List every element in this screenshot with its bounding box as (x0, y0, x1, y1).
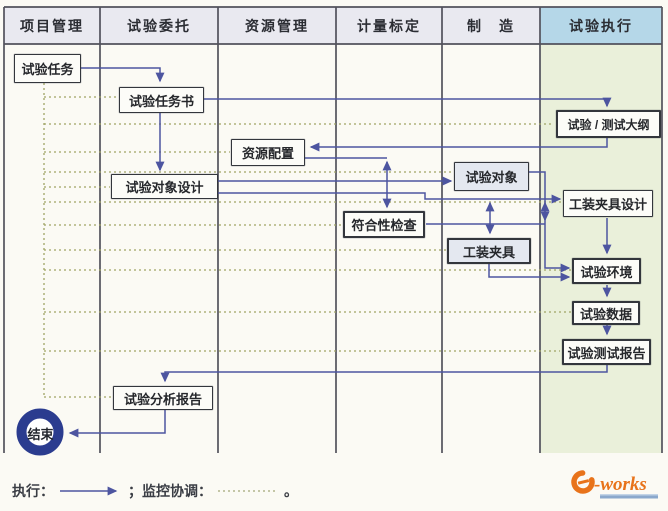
end-ring (16, 408, 64, 456)
node-test-object-design: 试验对象设计 (111, 174, 218, 199)
lane-header-project-management: 项目管理 (20, 18, 84, 34)
execute-arrow-sample (60, 486, 118, 496)
node-fixture: 工装夹具 (447, 238, 531, 264)
logo-e-swoosh (571, 470, 595, 494)
node-analysis-report: 试验分析报告 (113, 386, 213, 410)
node-test-environment: 试验环境 (572, 258, 641, 284)
logo-text: -works (594, 474, 647, 495)
node-test-data: 试验数据 (572, 301, 640, 325)
monitor-line-sample (218, 490, 278, 492)
node-test-task-statement: 试验任务书 (119, 87, 204, 113)
lane-header-resource-management: 资源管理 (245, 18, 309, 34)
legend-terminator: 。 (284, 483, 298, 499)
node-resource-allocation: 资源配置 (231, 139, 305, 166)
lane-backgrounds (4, 7, 662, 453)
logo-underline-bar (600, 494, 658, 499)
legend: 执行： ；监控协调： 。 (12, 480, 298, 502)
eworks-logo: -works (570, 466, 664, 506)
execution-flow-lines (68, 67, 612, 438)
node-fixture-design: 工装夹具设计 (563, 190, 653, 217)
lane-header-test-execution: 试验执行 (569, 18, 633, 34)
node-end: 结束 (27, 427, 54, 442)
lane-header-metrology-calibration: 计量标定 (357, 18, 421, 34)
node-test-object: 试验对象 (454, 162, 529, 191)
node-compliance-check: 符合性检查 (343, 211, 425, 238)
logo-underline-highlight (600, 494, 658, 496)
legend-monitor-label: ；监控协调： (128, 483, 212, 499)
node-test-report: 试验测试报告 (562, 339, 651, 365)
node-test-task: 试验任务 (14, 54, 81, 83)
lane-grid-lines (3, 6, 663, 453)
lane-header-test-commission: 试验委托 (127, 18, 191, 34)
lane-header-manufacturing: 制 造 (467, 18, 515, 34)
node-test-outline: 试验 / 测试大纲 (556, 110, 661, 138)
legend-execute-label: 执行： (12, 483, 54, 499)
